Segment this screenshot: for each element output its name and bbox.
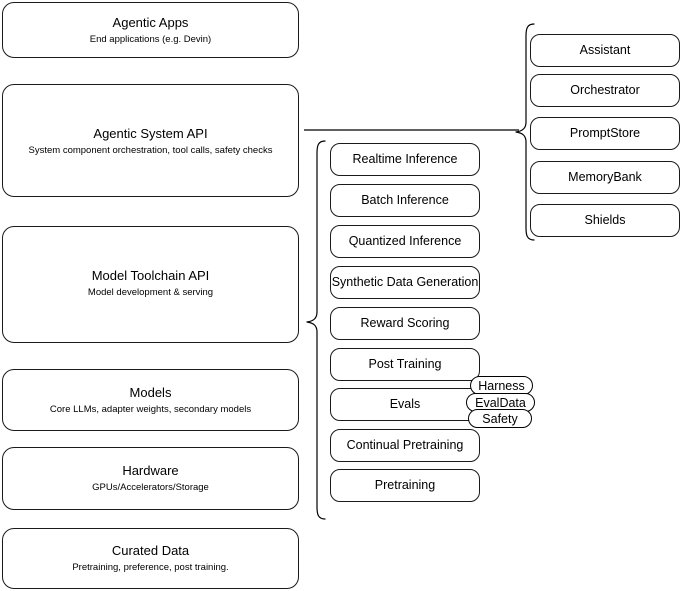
stack-layer-title: Agentic System API [93, 126, 208, 141]
agentic-component-assistant[interactable]: Assistant [530, 34, 680, 67]
stack-layer-model-toolchain-api[interactable]: Model Toolchain API Model development & … [2, 226, 299, 343]
evals-subcomponent-safety[interactable]: Safety [468, 409, 532, 428]
stack-layer-subtitle: GPUs/Accelerators/Storage [92, 482, 209, 493]
brace-path [306, 140, 326, 520]
chip-label: Evals [389, 397, 421, 411]
stack-layer-title: Agentic Apps [112, 14, 189, 30]
chip-label: Continual Pretraining [346, 438, 464, 452]
pill-label: Harness [478, 378, 525, 393]
stack-layer-subtitle: System component orchestration, tool cal… [28, 145, 273, 156]
toolchain-component-realtime-inference[interactable]: Realtime Inference [330, 143, 480, 176]
evals-subcomponent-harness[interactable]: Harness [470, 376, 533, 395]
stack-layer-title: Hardware [122, 463, 179, 478]
toolchain-component-post-training[interactable]: Post Training [330, 348, 480, 381]
brace-path [515, 23, 535, 241]
agentic-component-shields[interactable]: Shields [530, 204, 680, 237]
evals-subcomponent-evaldata[interactable]: EvalData [466, 393, 535, 412]
stack-layer-subtitle: End applications (e.g. Devin) [89, 33, 212, 45]
stack-layer-title: Models [129, 384, 172, 400]
chip-label: PromptStore [569, 126, 641, 140]
stack-layer-curated-data[interactable]: Curated Data Pretraining, preference, po… [2, 528, 299, 589]
stack-layer-subtitle: Model development & serving [87, 287, 214, 298]
pill-label: Safety [482, 411, 518, 426]
stack-layer-subtitle: Core LLMs, adapter weights, secondary mo… [49, 403, 252, 415]
agentic-component-orchestrator[interactable]: Orchestrator [530, 74, 680, 107]
brace-model-toolchain [305, 140, 327, 520]
toolchain-component-evals[interactable]: Evals [330, 388, 480, 421]
toolchain-component-reward-scoring[interactable]: Reward Scoring [330, 307, 480, 340]
stack-layer-models[interactable]: Models Core LLMs, adapter weights, secon… [2, 369, 299, 431]
chip-label: Reward Scoring [360, 316, 450, 330]
chip-label: Quantized Inference [348, 234, 462, 248]
brace-svg [515, 23, 535, 241]
pill-label: EvalData [475, 395, 526, 410]
toolchain-component-quantized-inference[interactable]: Quantized Inference [330, 225, 480, 258]
chip-label: Realtime Inference [352, 152, 458, 166]
toolchain-component-pretraining[interactable]: Pretraining [330, 469, 480, 502]
toolchain-component-batch-inference[interactable]: Batch Inference [330, 184, 480, 217]
toolchain-component-continual-pretraining[interactable]: Continual Pretraining [330, 429, 480, 462]
agentic-component-memorybank[interactable]: MemoryBank [530, 161, 680, 194]
stack-layer-agentic-system-api[interactable]: Agentic System API System component orch… [2, 84, 299, 197]
agentic-component-promptstore[interactable]: PromptStore [530, 117, 680, 150]
brace-agentic-system [514, 23, 536, 241]
stack-layer-subtitle: Pretraining, preference, post training. [72, 562, 229, 573]
stack-layer-title: Model Toolchain API [91, 268, 210, 283]
chip-label: Post Training [368, 357, 442, 371]
chip-label: Shields [584, 213, 626, 227]
brace-svg [306, 140, 326, 520]
chip-label: Pretraining [374, 478, 436, 492]
stack-layer-agentic-apps[interactable]: Agentic Apps End applications (e.g. Devi… [2, 2, 299, 58]
stack-layer-hardware[interactable]: Hardware GPUs/Accelerators/Storage [2, 447, 299, 510]
chip-label: MemoryBank [568, 170, 642, 184]
toolchain-component-synthetic-data-generation[interactable]: Synthetic Data Generation [330, 266, 480, 299]
stack-layer-title: Curated Data [111, 543, 190, 558]
chip-label: Orchestrator [570, 83, 640, 97]
chip-label: Assistant [579, 43, 631, 57]
chip-label: Synthetic Data Generation [331, 275, 479, 289]
chip-label: Batch Inference [361, 193, 449, 207]
